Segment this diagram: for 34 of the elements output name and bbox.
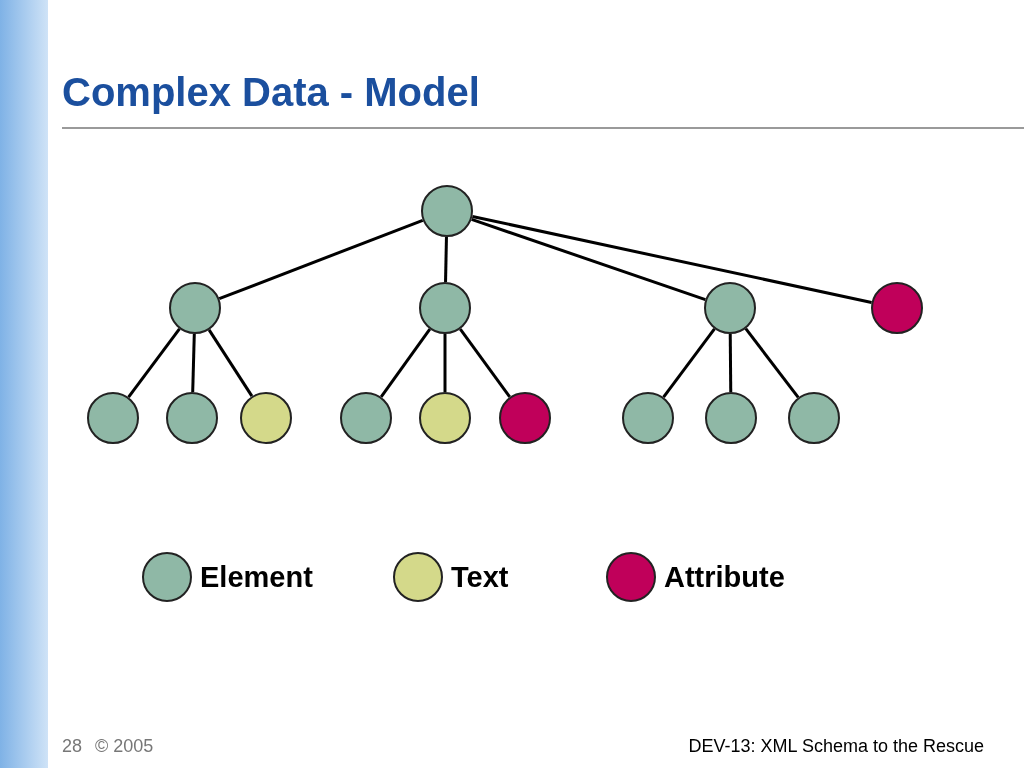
connector-line xyxy=(191,333,196,393)
circle-node xyxy=(705,392,757,444)
legend-label: Element xyxy=(200,560,313,594)
connector-line xyxy=(218,218,424,301)
circle-node xyxy=(622,392,674,444)
connector-line xyxy=(471,218,706,301)
circle-node xyxy=(169,282,221,334)
connector-line xyxy=(728,334,733,392)
page-number: 28 xyxy=(62,736,83,757)
connector-line xyxy=(127,327,181,399)
circle-node xyxy=(240,392,292,444)
footer-text: DEV-13: XML Schema to the Rescue xyxy=(688,736,984,757)
connector-line xyxy=(744,327,800,399)
connector-line xyxy=(207,329,254,397)
circle-node xyxy=(419,392,471,444)
circle-node xyxy=(166,392,218,444)
connector-line xyxy=(443,334,447,392)
copyright-text: © 2005 xyxy=(95,736,154,757)
connector-line xyxy=(662,327,716,399)
circle-node xyxy=(788,392,840,444)
connector-line xyxy=(459,328,511,398)
connector-line xyxy=(444,236,448,283)
connector-line xyxy=(472,215,872,304)
circle-node xyxy=(87,392,139,444)
circle-node xyxy=(419,282,471,334)
legend-label: Attribute xyxy=(664,560,785,594)
slide-title: Complex Data - Model xyxy=(62,70,480,115)
circle-node xyxy=(421,185,473,237)
legend-label: Text xyxy=(451,560,509,594)
circle-node xyxy=(704,282,756,334)
circle-node xyxy=(499,392,551,444)
connector-line xyxy=(379,328,432,398)
circle-node xyxy=(340,392,392,444)
circle-node xyxy=(871,282,923,334)
